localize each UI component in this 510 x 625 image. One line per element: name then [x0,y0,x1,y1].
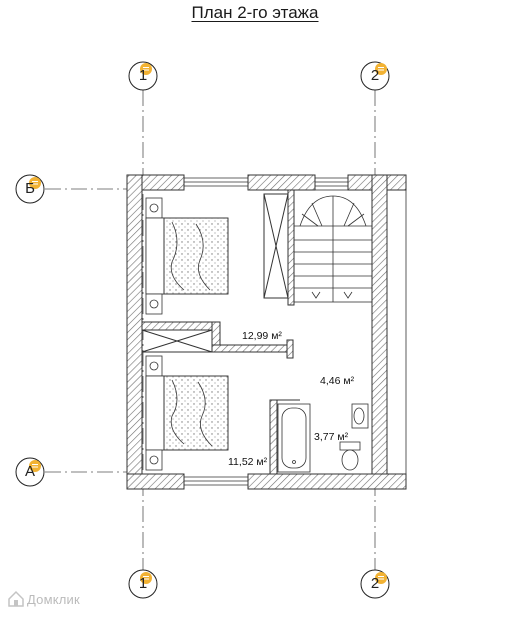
plan-title: План 2-го этажа [191,3,319,22]
interior-walls [141,189,300,475]
bedroom-1-furniture [145,197,229,315]
axis-label-2-bottom: 2 [370,575,380,592]
note-marker-icon [375,63,387,75]
bed-icon [145,217,229,295]
note-marker-icon [140,572,152,584]
axis-label-1-top: 1 [138,67,148,84]
axis-label-1-bottom: 1 [138,575,148,592]
bathtub-icon [277,403,311,473]
outer-walls [126,174,407,490]
axis-label-2-top: 2 [370,67,380,84]
note-marker-icon [29,177,41,189]
note-marker-icon [29,460,41,472]
axis-label-b: Б [25,180,35,197]
note-marker-icon [140,63,152,75]
watermark-text: Домклик [27,592,80,607]
bedroom-2-furniture [145,355,229,471]
toilet-icon [339,441,361,471]
area-label-bedroom-2: 11,52 м² [228,456,268,468]
area-label-hall: 4,46 м² [320,375,355,387]
bed-icon [145,375,229,451]
note-markers [29,63,387,584]
area-label-bedroom-1: 12,99 м² [242,330,282,342]
note-marker-icon [375,572,387,584]
bathroom-fixtures [277,403,369,473]
area-label-bathroom: 3,77 м² [314,431,349,443]
house-logo-icon [8,590,24,607]
windows [184,177,407,486]
staircase-icon [293,189,373,303]
axis-label-a: А [24,463,35,480]
sink-icon [351,403,369,429]
